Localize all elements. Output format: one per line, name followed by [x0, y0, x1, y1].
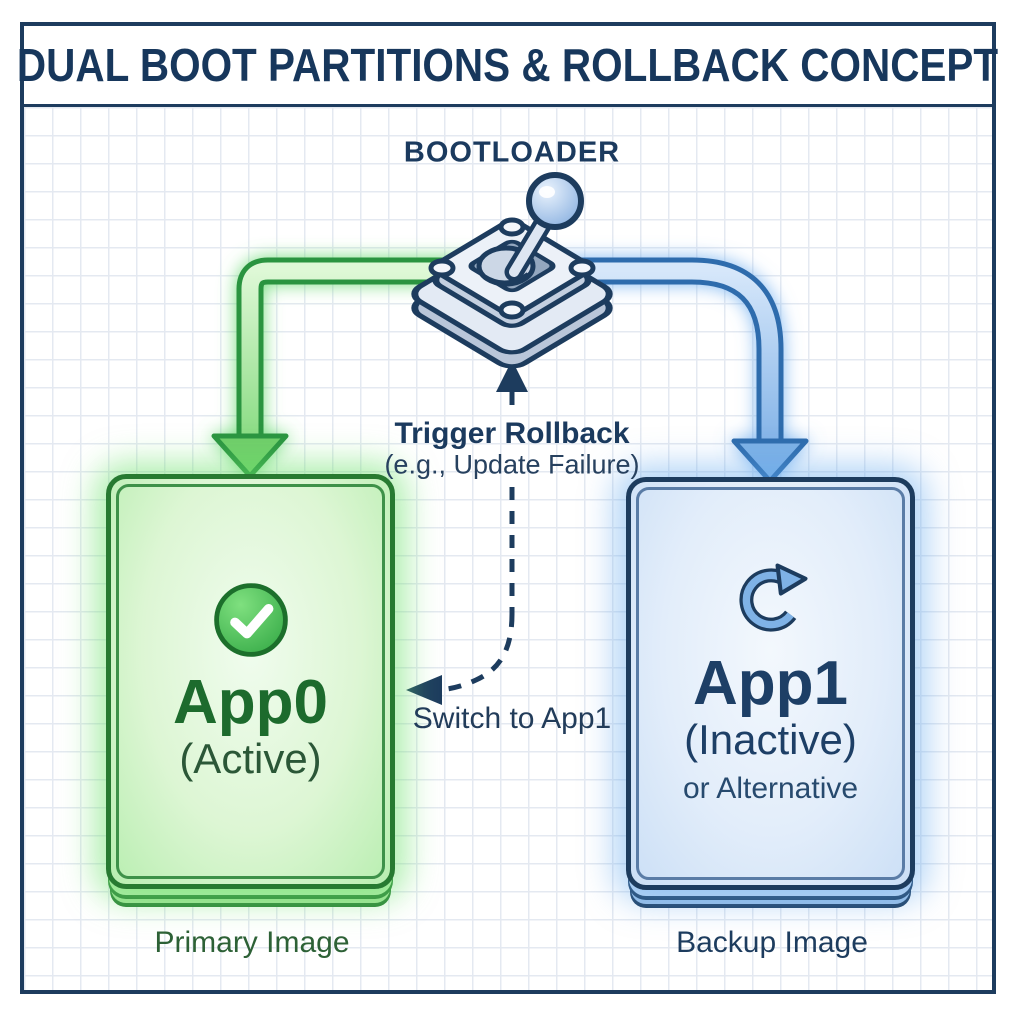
bootloader-label: BOOTLOADER: [403, 136, 621, 169]
partition-app1-name: App1: [693, 649, 848, 719]
page-title: DUAL BOOT PARTITIONS & ROLLBACK CONCEPT: [17, 39, 999, 91]
partition-app1-extra: or Alternative: [682, 771, 859, 805]
primary-image-caption: Primary Image: [154, 926, 350, 959]
partition-app1: App1 (Inactive) or Alternative: [626, 477, 915, 890]
partition-app1-status: (Inactive): [684, 716, 857, 764]
trigger-rollback-subtitle: (e.g., Update Failure): [384, 449, 640, 480]
trigger-rollback-label: Trigger Rollback: [394, 417, 630, 450]
partition-app0-name: App0: [173, 667, 328, 737]
backup-image-caption: Backup Image: [676, 926, 868, 959]
check-circle-icon: [213, 582, 288, 657]
title-bar: DUAL BOOT PARTITIONS & ROLLBACK CONCEPT: [17, 26, 999, 107]
partition-app0-status: (Active): [179, 734, 322, 782]
partition-app0: App0 (Active): [106, 474, 395, 889]
switch-to-app1-label: Switch to App1: [412, 702, 612, 735]
refresh-icon: [738, 563, 807, 632]
